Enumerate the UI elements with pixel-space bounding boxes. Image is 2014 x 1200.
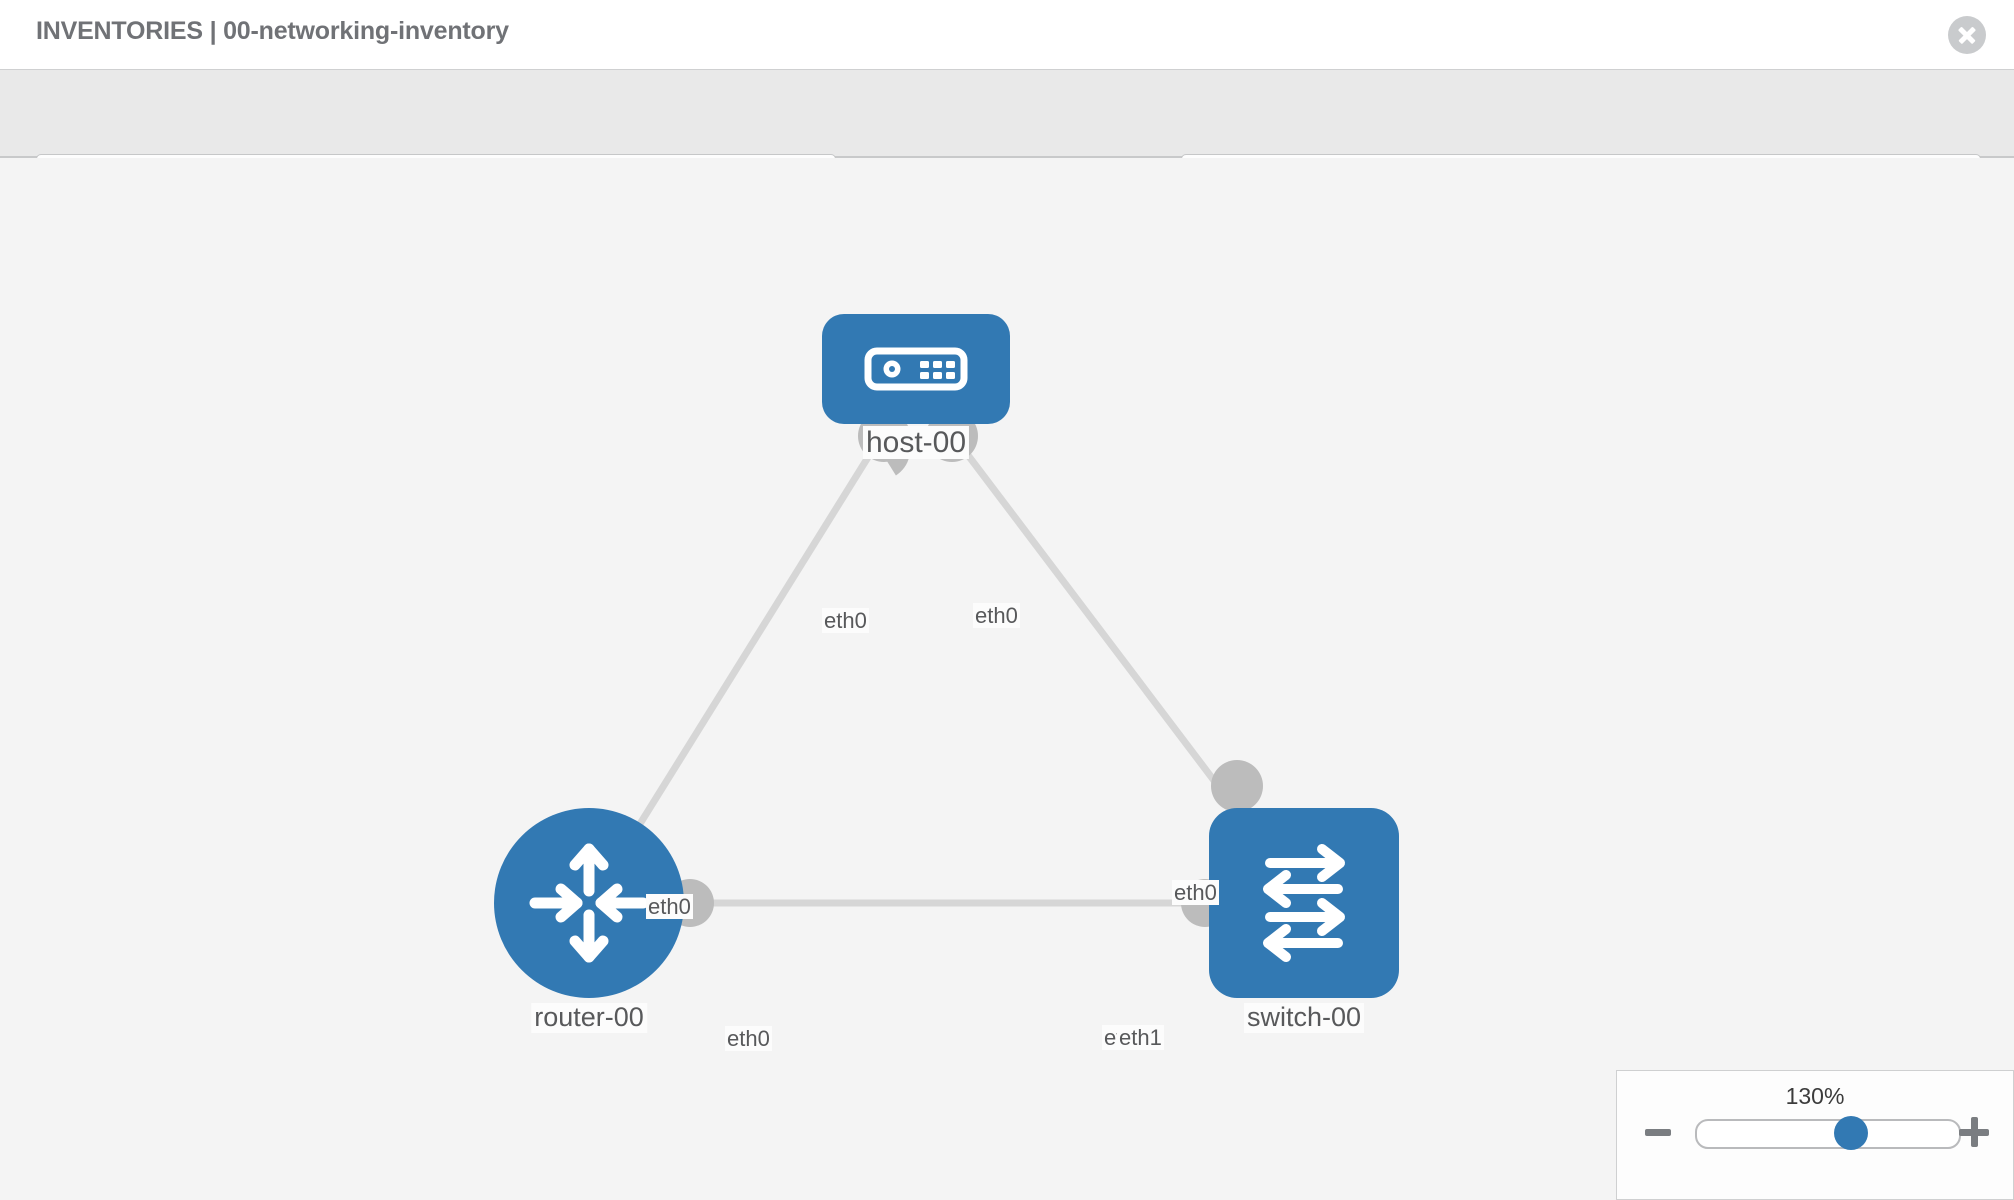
page-header: INVENTORIES | 00-networking-inventory [0, 0, 2014, 69]
iface-label-host-eth0-right: eth0 [973, 603, 1020, 629]
zoom-level-value: 130% [1785, 1083, 1845, 1109]
host-node-shape[interactable] [822, 314, 1010, 424]
iface-label-router-eth0-up: eth0 [646, 894, 693, 920]
page-title: INVENTORIES | 00-networking-inventory [36, 17, 509, 45]
interface-ports [666, 410, 1263, 927]
router-arrows-icon [529, 843, 649, 963]
topology-canvas[interactable]: host-00 router-00 [0, 158, 2014, 1200]
node-host-00[interactable]: host-00 [822, 314, 1010, 459]
zoom-in-button[interactable] [1959, 1117, 1989, 1147]
iface-label-host-eth0-left: eth0 [822, 608, 869, 634]
node-label-router: router-00 [531, 1002, 647, 1033]
node-router-00[interactable]: router-00 [494, 808, 684, 1033]
node-switch-00[interactable]: switch-00 [1209, 808, 1399, 1033]
iface-label-switch-eth1: eth1 [1117, 1025, 1164, 1051]
switch-node-shape[interactable] [1209, 808, 1399, 998]
zoom-slider-handle[interactable] [1833, 1116, 1868, 1150]
zoom-out-button[interactable] [1645, 1129, 1671, 1136]
node-label-host: host-00 [862, 426, 970, 459]
zoom-slider-track[interactable] [1695, 1116, 1961, 1150]
port-switch-nw [1211, 760, 1263, 812]
node-label-switch: switch-00 [1243, 1002, 1365, 1033]
server-icon [864, 347, 968, 391]
iface-label-router-eth0-east: eth0 [725, 1026, 772, 1052]
switch-arrows-icon [1263, 844, 1345, 962]
toolbar: ACTIONS SEARCH [0, 69, 2014, 204]
zoom-control[interactable]: 130% [1616, 1070, 2014, 1200]
iface-label-switch-eth0-up: eth0 [1172, 880, 1219, 906]
close-icon[interactable] [1948, 16, 1986, 54]
link-host-router [622, 436, 883, 850]
